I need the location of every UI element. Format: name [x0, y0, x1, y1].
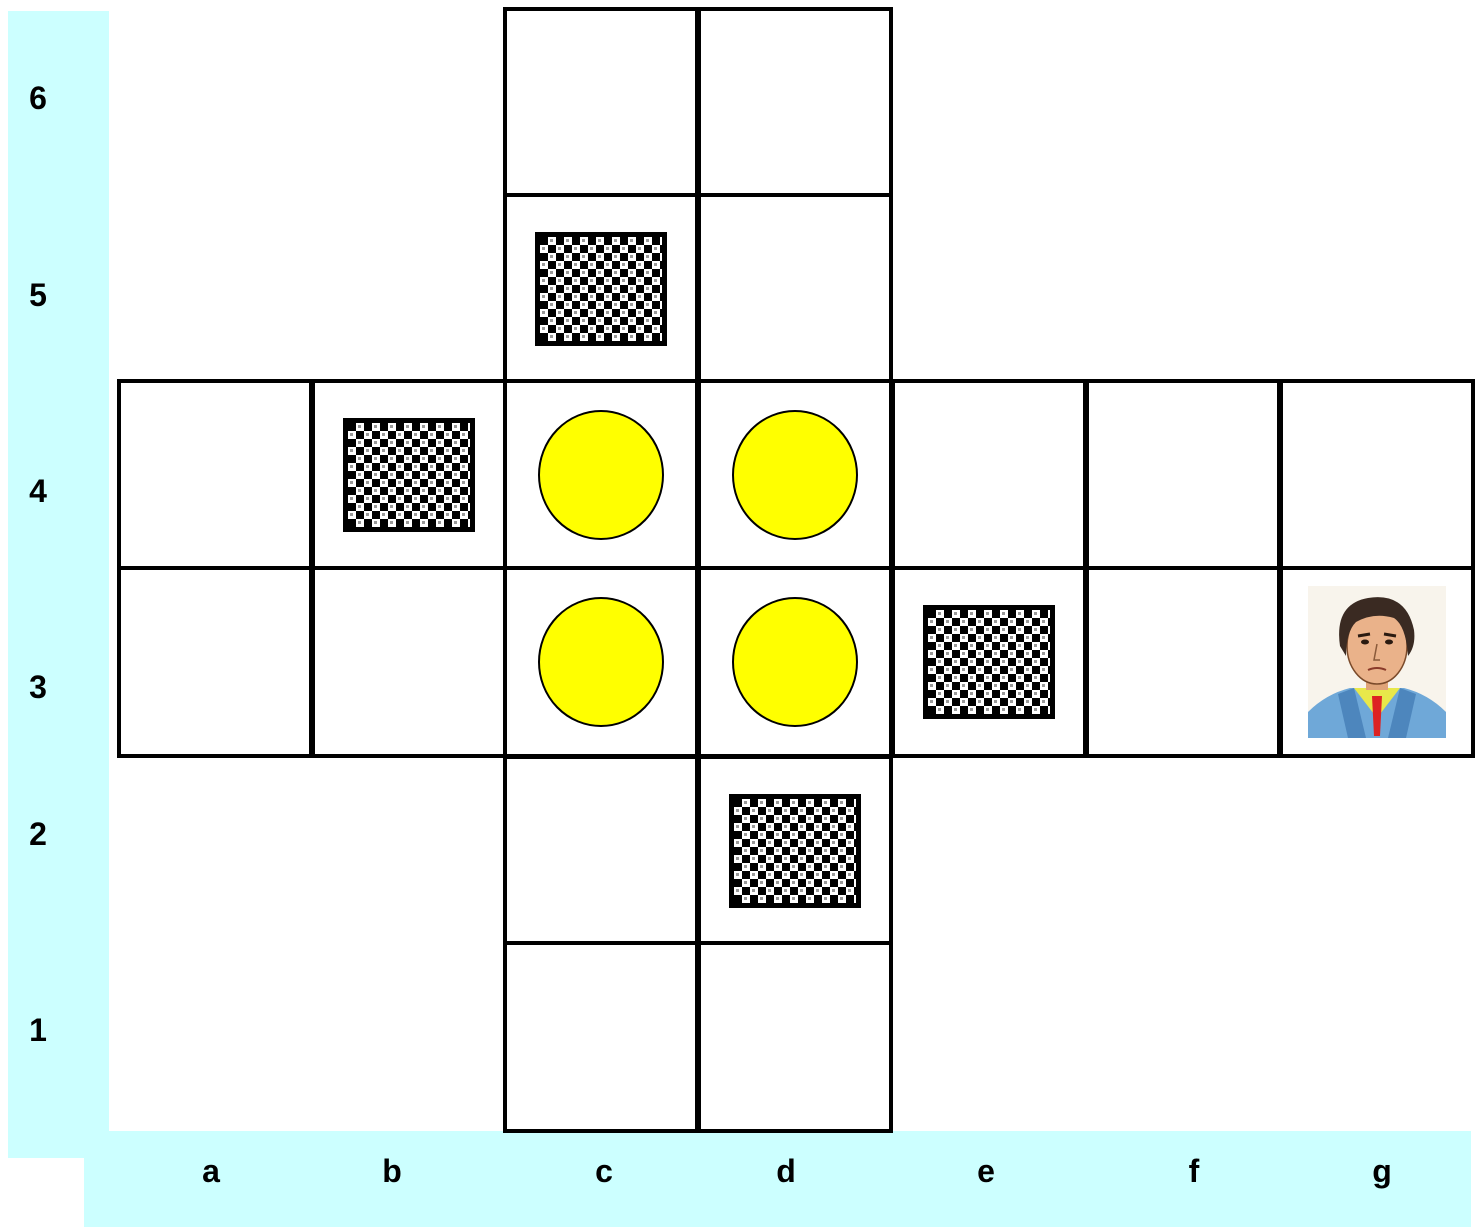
board-square-c6[interactable] — [503, 7, 699, 199]
board-square-d4[interactable] — [697, 379, 893, 571]
file-label-a: a — [202, 1155, 220, 1187]
board-square-c4[interactable] — [503, 379, 699, 571]
board-square-d3[interactable] — [697, 566, 893, 758]
file-label-c: c — [595, 1155, 613, 1187]
board-square-d1[interactable] — [697, 941, 893, 1133]
yellow-target-disc-icon — [537, 596, 665, 728]
file-label-g: g — [1372, 1155, 1392, 1187]
board-square-b3[interactable] — [311, 566, 507, 758]
board-square-c5[interactable] — [503, 193, 699, 385]
rank-label-3: 3 — [29, 671, 47, 703]
board-square-c2[interactable] — [503, 755, 699, 947]
checkered-crate-icon[interactable] — [535, 232, 667, 346]
board-square-d2[interactable] — [697, 755, 893, 947]
rank-label-6: 6 — [29, 82, 47, 114]
rank-label-2: 2 — [29, 818, 47, 850]
board-square-e4[interactable] — [891, 379, 1087, 571]
board-square-f3[interactable] — [1085, 566, 1281, 758]
file-label-b: b — [382, 1155, 402, 1187]
rank-label-4: 4 — [29, 475, 47, 507]
rank-label-5: 5 — [29, 279, 47, 311]
yellow-target-disc-icon — [537, 409, 665, 541]
rank-label-strip — [8, 11, 109, 1158]
yellow-target-disc-icon — [731, 596, 859, 728]
yellow-target-disc-icon — [731, 409, 859, 541]
board-square-a4[interactable] — [117, 379, 313, 571]
checkered-crate-icon[interactable] — [729, 794, 861, 908]
file-label-d: d — [776, 1155, 796, 1187]
board-square-a3[interactable] — [117, 566, 313, 758]
board-square-c1[interactable] — [503, 941, 699, 1133]
player-portrait-icon[interactable] — [1308, 586, 1446, 738]
checkered-crate-icon[interactable] — [923, 605, 1055, 719]
file-label-e: e — [977, 1155, 995, 1187]
board-square-b4[interactable] — [311, 379, 507, 571]
board-square-e3[interactable] — [891, 566, 1087, 758]
checkered-crate-icon[interactable] — [343, 418, 475, 532]
file-label-f: f — [1189, 1155, 1200, 1187]
board-square-g4[interactable] — [1279, 379, 1475, 571]
board-square-c3[interactable] — [503, 566, 699, 758]
board-square-f4[interactable] — [1085, 379, 1281, 571]
rank-label-1: 1 — [29, 1014, 47, 1046]
board-square-g3[interactable] — [1279, 566, 1475, 758]
board-square-d5[interactable] — [697, 193, 893, 385]
board-square-d6[interactable] — [697, 7, 893, 199]
